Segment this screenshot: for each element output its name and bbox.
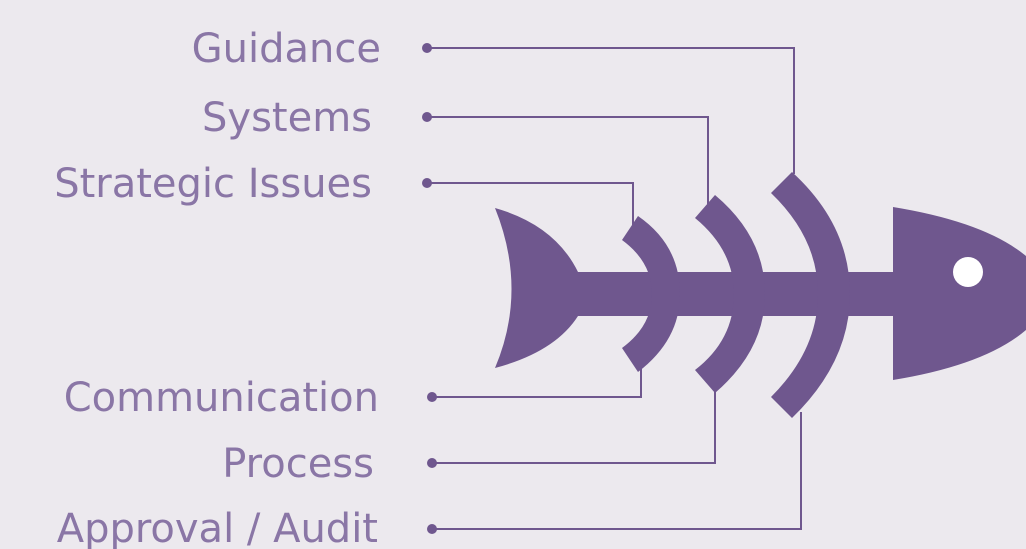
bullet-dot-icon [427,392,437,402]
rib-3 [771,172,850,418]
fish-tail [495,208,578,368]
bullet-dot-icon [422,178,432,188]
connector-communication [432,364,642,398]
connector-strategic-issues [427,182,634,228]
cause-label-strategic-issues: Strategic Issues [54,161,372,207]
fish-eye-icon [953,257,983,287]
rib-2 [695,195,765,393]
bullet-dots [422,43,437,534]
connector-guidance [427,47,795,174]
bullet-dot-icon [427,524,437,534]
connector-lines [427,47,802,530]
cause-label-approval-audit: Approval / Audit [57,506,378,549]
cause-label-guidance: Guidance [192,26,381,72]
rib-1 [622,216,680,372]
cause-label-process: Process [222,441,374,487]
bullet-dot-icon [427,458,437,468]
connector-approval-audit [432,412,802,530]
connector-systems [427,116,709,206]
bullet-dot-icon [422,112,432,122]
fish-head [893,207,1026,380]
fishbone-skeleton-icon [495,172,1026,418]
bullet-dot-icon [422,43,432,53]
cause-label-systems: Systems [202,95,372,141]
connector-process [432,390,716,464]
cause-label-communication: Communication [64,375,379,421]
